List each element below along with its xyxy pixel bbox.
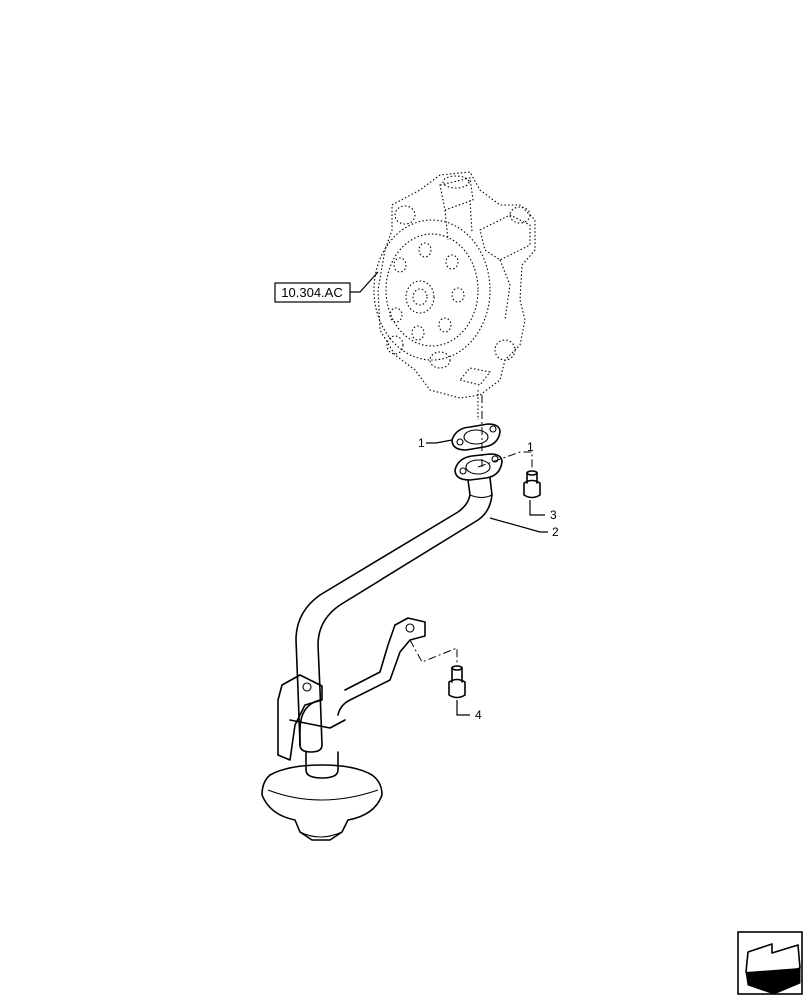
callout-4: 4: [475, 708, 482, 722]
assembly-line-3: [477, 451, 533, 470]
reference-label-group[interactable]: 10.304.AC: [274, 271, 379, 303]
previous-page-arrow-icon[interactable]: [737, 931, 803, 995]
bolt-3: [523, 470, 541, 499]
gasket-part: [451, 423, 501, 451]
reference-label: 10.304.AC: [281, 285, 342, 300]
leader-4: [456, 700, 470, 716]
oil-pump-reference-drawing: [373, 171, 536, 420]
bolt-4: [448, 665, 466, 699]
leader-1: [426, 439, 453, 444]
leader-3: [529, 500, 545, 516]
callout-2: 2: [552, 525, 559, 539]
callout-3: 3: [550, 508, 557, 522]
callout-1b: 1: [527, 440, 534, 454]
assembly-line-4: [409, 639, 458, 665]
suction-pipe-part: [261, 453, 503, 841]
leader-2: [489, 517, 548, 533]
callout-1: 1: [418, 436, 425, 450]
